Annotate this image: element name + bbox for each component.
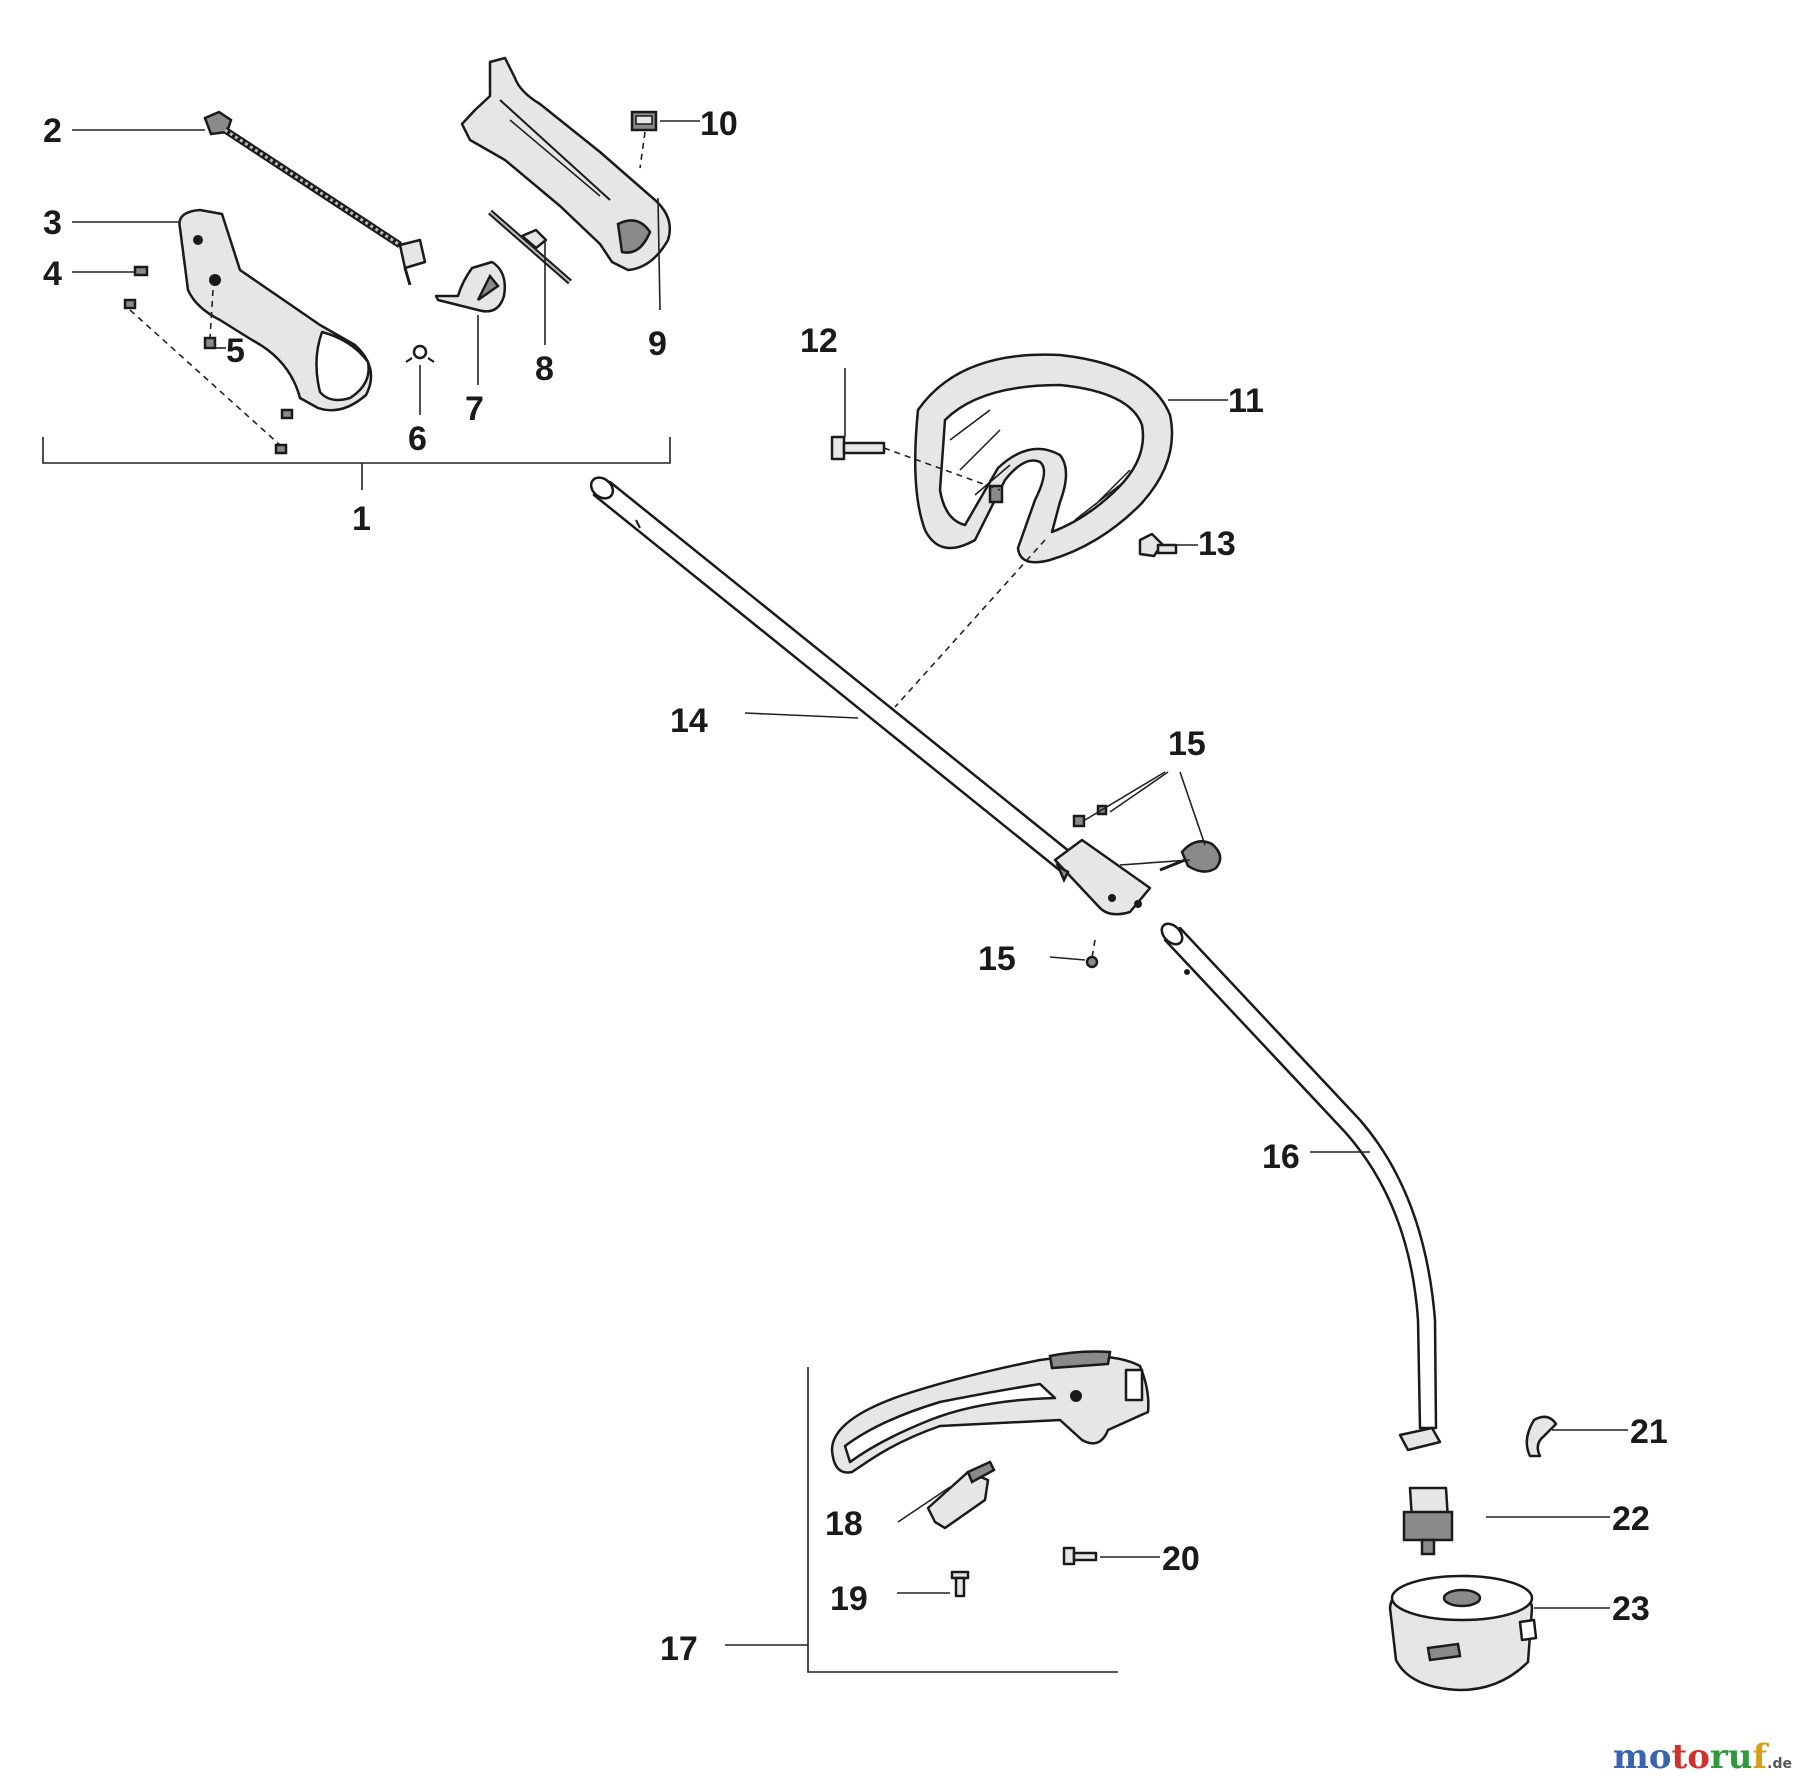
group-17-bracket bbox=[807, 1367, 1118, 1673]
shaft-clip bbox=[1398, 1415, 1558, 1458]
label-11: 11 bbox=[1228, 382, 1264, 420]
label-5: 5 bbox=[226, 332, 245, 370]
label-10: 10 bbox=[700, 105, 738, 143]
screw-4 bbox=[123, 265, 149, 310]
grass-shield bbox=[830, 1350, 1150, 1474]
handle-cover bbox=[460, 56, 672, 272]
shield-screw-19 bbox=[950, 1570, 970, 1598]
trimmer-head bbox=[1388, 1574, 1538, 1692]
label-1: 1 bbox=[352, 500, 371, 538]
label-7: 7 bbox=[465, 390, 484, 428]
loop-knob bbox=[1138, 532, 1178, 558]
leader-lines bbox=[72, 120, 1628, 1646]
label-4: 4 bbox=[43, 255, 62, 293]
label-3: 3 bbox=[43, 204, 62, 242]
throttle-trigger bbox=[434, 260, 506, 313]
label-20: 20 bbox=[1162, 1540, 1200, 1578]
label-12: 12 bbox=[800, 322, 838, 360]
label-17: 17 bbox=[660, 1630, 698, 1668]
shaft-coupler bbox=[1053, 838, 1152, 916]
label-13: 13 bbox=[1198, 525, 1236, 563]
watermark-logo: motoruf.de bbox=[1612, 1737, 1792, 1777]
label-14: 14 bbox=[670, 702, 708, 740]
handle-assembly bbox=[123, 56, 672, 455]
label-16: 16 bbox=[1262, 1138, 1300, 1176]
loop-handle bbox=[913, 353, 1174, 564]
shield-bolt-20 bbox=[1062, 1546, 1098, 1566]
label-8: 8 bbox=[535, 350, 554, 388]
upper-shaft bbox=[589, 476, 1082, 875]
group-1-bracket bbox=[42, 437, 671, 464]
label-22: 22 bbox=[1612, 1500, 1650, 1538]
line-cutter-blade bbox=[926, 1460, 996, 1530]
gearhead-nut bbox=[1402, 1486, 1454, 1556]
label-2: 2 bbox=[43, 112, 62, 150]
stop-switch bbox=[630, 110, 658, 132]
label-6: 6 bbox=[408, 420, 427, 458]
handle-body bbox=[178, 208, 373, 412]
part-labels: 1 2 3 4 5 6 7 8 9 10 11 12 13 14 15 15 1… bbox=[43, 105, 1668, 1668]
spring bbox=[405, 344, 435, 363]
throttle-cable bbox=[203, 110, 427, 286]
label-15b: 15 bbox=[978, 940, 1016, 978]
label-9: 9 bbox=[648, 325, 667, 363]
label-19: 19 bbox=[830, 1580, 868, 1618]
lockout-lever bbox=[488, 209, 572, 285]
coupler-knob bbox=[1159, 840, 1222, 873]
label-15a: 15 bbox=[1168, 725, 1206, 763]
label-21: 21 bbox=[1630, 1413, 1668, 1451]
label-23: 23 bbox=[1612, 1590, 1650, 1628]
lower-shaft bbox=[1160, 922, 1438, 1430]
label-18: 18 bbox=[825, 1505, 863, 1543]
loop-bolt bbox=[830, 435, 886, 461]
